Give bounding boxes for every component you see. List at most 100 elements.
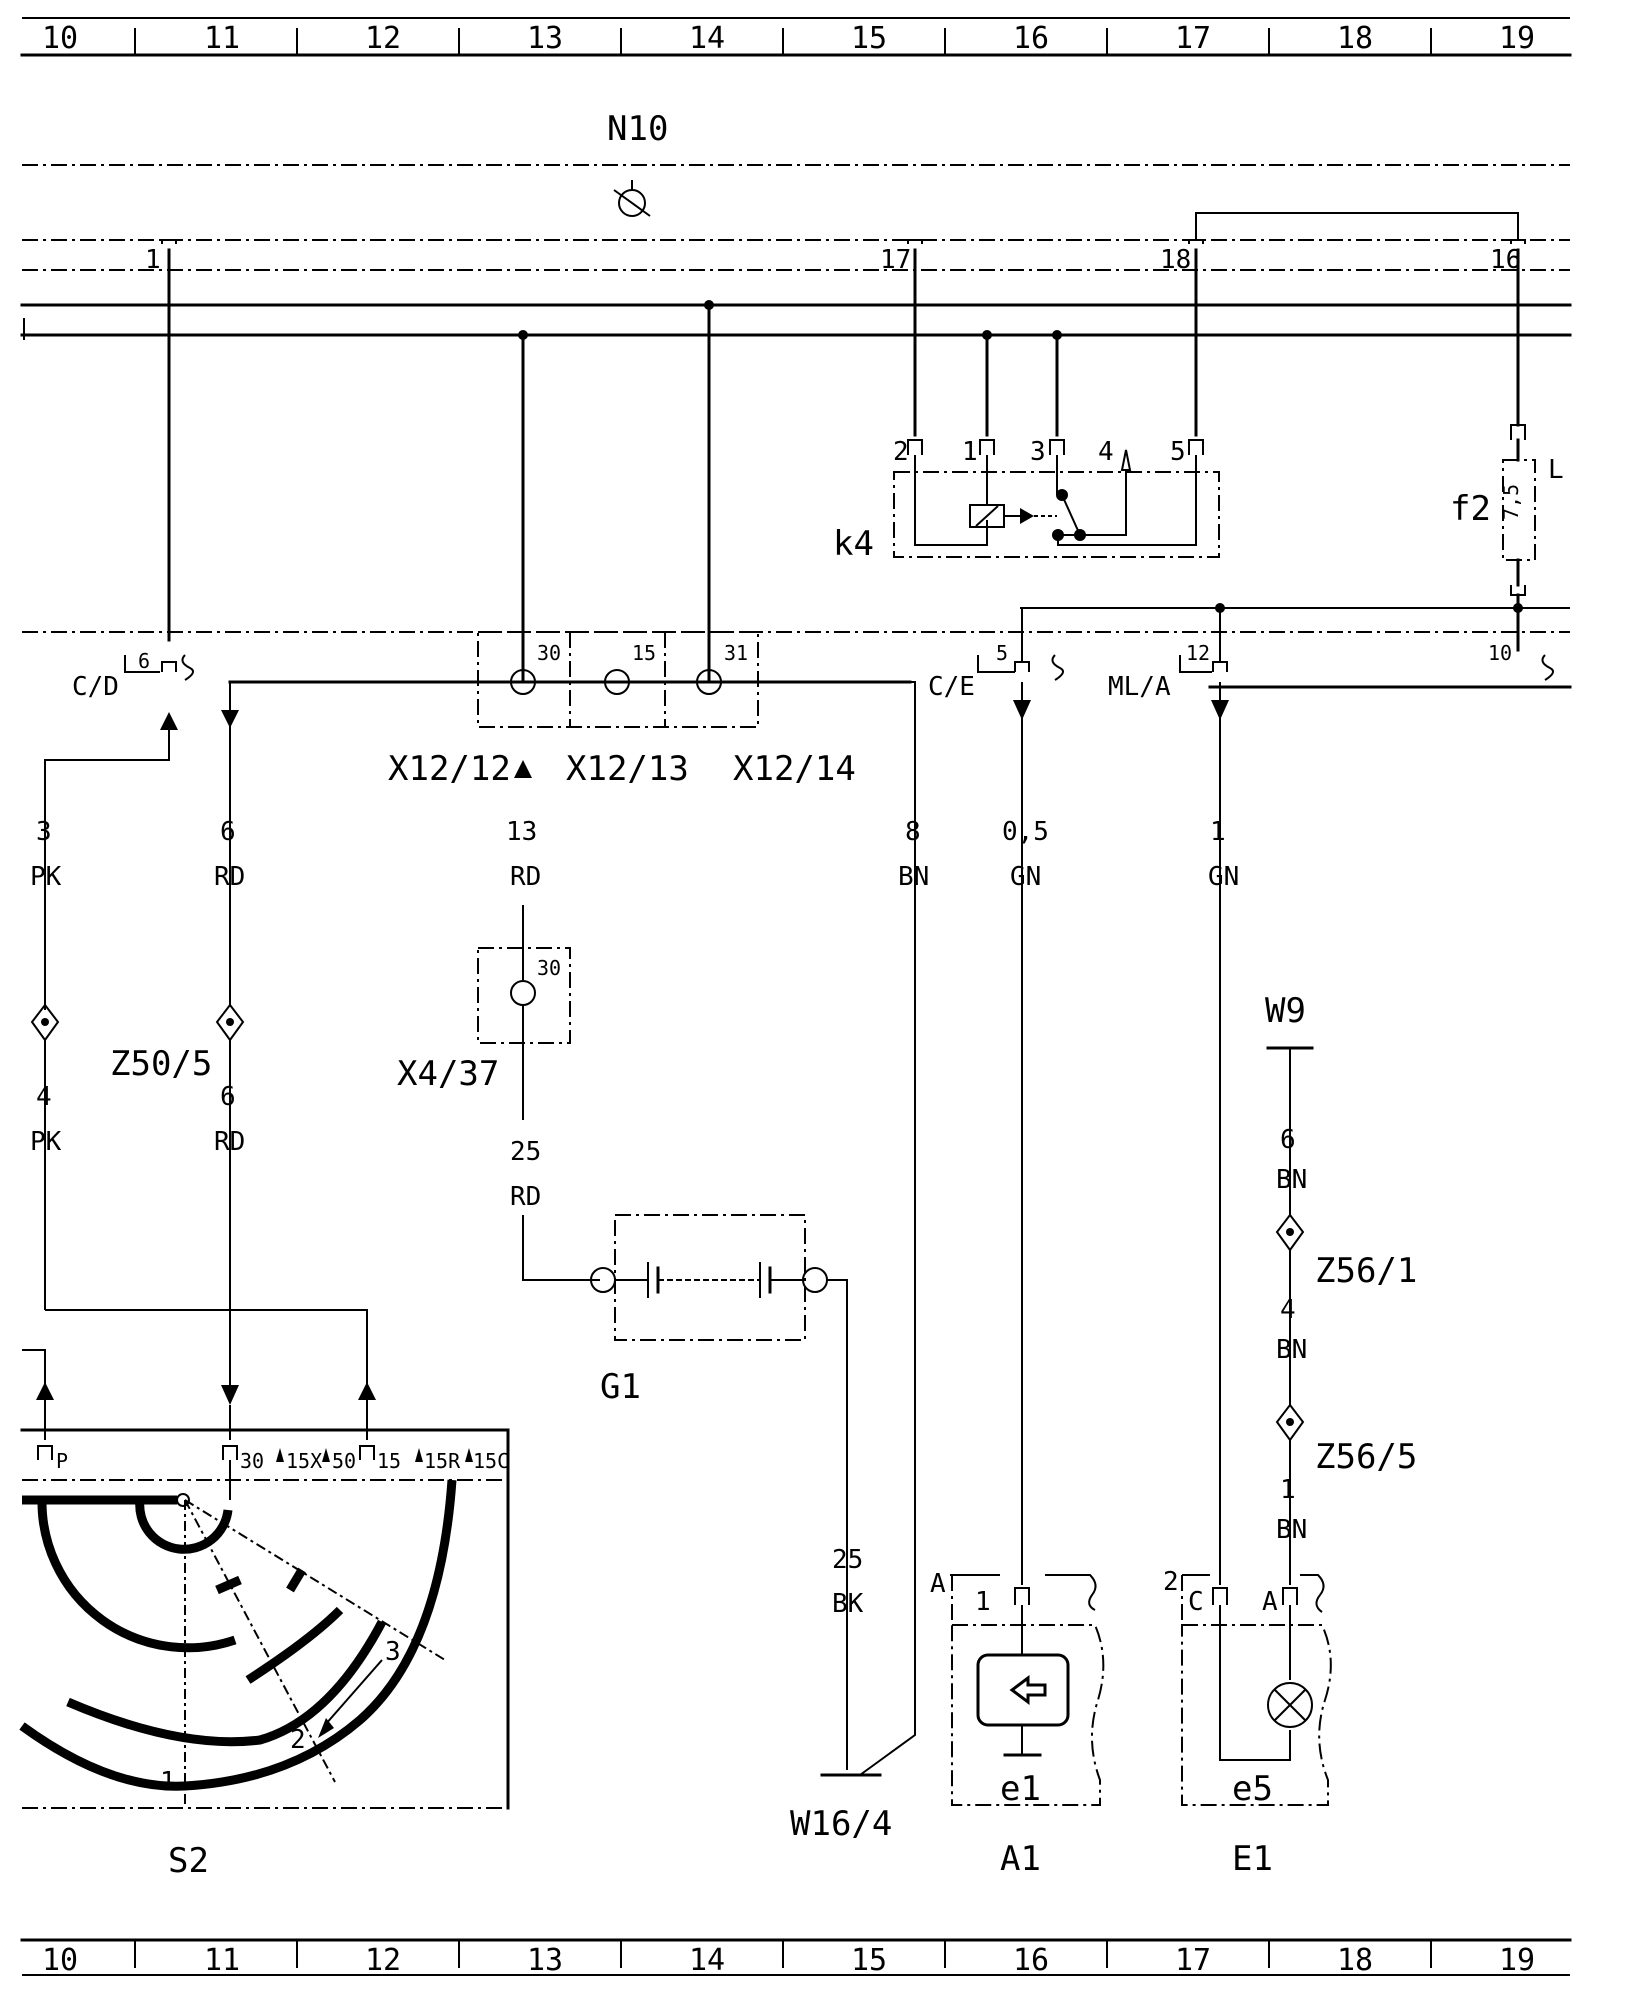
pin-label: 10 (1488, 641, 1512, 665)
wire-color: RD (214, 1127, 245, 1157)
wire-gauge: 1 (1280, 1475, 1296, 1505)
splice-icon (215, 1003, 245, 1042)
wire-gauge: 3 (36, 817, 52, 847)
wire-color: GN (1010, 862, 1041, 892)
ignition-switch-s2: P 30 15X 50 15 15R 15C 3 2 1 S2 (19, 1349, 510, 1881)
grid-label: 17 (1175, 1943, 1211, 1978)
wire-color: PK (30, 1127, 62, 1157)
wire-color: BN (898, 862, 929, 892)
f2-label: f2 (1450, 489, 1491, 529)
pin-label: 30 (537, 956, 561, 980)
pin-label: A (1262, 1587, 1278, 1617)
s2-label: S2 (168, 1841, 209, 1881)
grid-ruler-bottom: 10 11 12 13 14 15 16 17 18 19 (20, 1938, 1572, 1978)
pin-label: 50 (332, 1449, 356, 1473)
grid-label: 18 (1337, 21, 1373, 56)
ground-icon (613, 180, 651, 217)
pin-label: 2 (893, 437, 909, 467)
left-wires: 3 PK 4 PK 6 RD Z50/5 6 RD 13 RD (30, 682, 541, 1385)
instrument-cluster-a1: A 1 e1 A1 (930, 1569, 1105, 1879)
wire-gauge: 6 (220, 817, 236, 847)
k4-label: k4 (833, 524, 874, 564)
position-label: 1 (160, 1767, 176, 1797)
a1-label: A1 (1000, 1839, 1041, 1879)
wire-color: RD (510, 862, 541, 892)
n10-label: N10 (607, 109, 668, 149)
grid-label: 11 (204, 21, 240, 56)
n10-module: N10 (20, 109, 1572, 340)
pin-label: C (1188, 1587, 1204, 1617)
e1-label: E1 (1232, 1839, 1273, 1879)
grid-label: 12 (365, 21, 401, 56)
lamp-icon (1267, 1682, 1313, 1728)
wire-gauge: 6 (1280, 1125, 1296, 1155)
terminal-x4-37: 30 X4/37 25 RD (397, 947, 600, 1281)
z56-5-label: Z56/5 (1315, 1437, 1417, 1477)
pin-label: 5 (996, 641, 1008, 665)
turn-signal-arrow-icon (1009, 1675, 1047, 1705)
grid-label: 13 (527, 21, 563, 56)
connector-label: C/E (928, 672, 975, 702)
pin-label: 17 (880, 245, 911, 275)
pin-label: 12 (1186, 641, 1210, 665)
wire-gauge: 4 (1280, 1295, 1296, 1325)
wire-color: BN (1276, 1165, 1307, 1195)
w9-label: W9 (1265, 991, 1306, 1031)
pin-label: 15 (377, 1449, 401, 1473)
position-label: 2 (290, 1725, 306, 1755)
x12-12-label: X12/12 (388, 749, 511, 789)
z50-5-label: Z50/5 (110, 1044, 212, 1084)
pin-label: 6 (138, 649, 150, 673)
pin-label: 15C (473, 1449, 509, 1473)
connector-label: C/D (72, 672, 119, 702)
relay-k4: k4 2 1 3 4 5 (833, 437, 1220, 564)
pin-label: 15R (424, 1449, 461, 1473)
splice-icon (1275, 1403, 1305, 1442)
e1-inner-label: e1 (1000, 1769, 1041, 1809)
grid-label: 13 (527, 1943, 563, 1978)
wire-gauge: 6 (220, 1082, 236, 1112)
splice-icon (30, 1003, 60, 1042)
wire-color: BN (1276, 1335, 1307, 1365)
wire-gauge: 8 (905, 817, 921, 847)
wire-color: RD (510, 1182, 541, 1212)
x12-14-label: X12/14 (733, 749, 856, 789)
grid-label: 19 (1499, 21, 1535, 56)
g1-label: G1 (600, 1367, 641, 1407)
battery-g1: G1 25 BK (590, 1214, 864, 1770)
pin-label: 15X (286, 1449, 322, 1473)
pin-label: 18 (1160, 245, 1191, 275)
grid-label: 16 (1013, 21, 1049, 56)
pin-label: 16 (1490, 245, 1521, 275)
wire-color: BK (832, 1589, 864, 1619)
grid-label: 14 (689, 1943, 725, 1978)
fuse-f2: 7,5 f2 L (1020, 424, 1570, 652)
grid-label: 14 (689, 21, 725, 56)
wire-05gn: 0,5 GN (1002, 682, 1049, 1585)
wires (167, 212, 1520, 684)
fuse-side-label: L (1548, 455, 1564, 485)
e5-inner-label: e5 (1232, 1769, 1273, 1809)
wire-8bn: 8 BN W16/4 (721, 681, 929, 1844)
wire-color: GN (1208, 862, 1239, 892)
grid-label: 10 (42, 1943, 78, 1978)
pin-label: 5 (1170, 437, 1186, 467)
wire-gauge: 25 (510, 1137, 541, 1167)
wire-gauge: 13 (506, 817, 537, 847)
z56-1-label: Z56/1 (1315, 1251, 1417, 1291)
grid-label: 11 (204, 1943, 240, 1978)
grid-label: 10 (42, 21, 78, 56)
grid-label: 15 (851, 1943, 887, 1978)
pin-label: 3 (1030, 437, 1046, 467)
connector-label: A (930, 1569, 946, 1599)
connector-label: ML/A (1108, 672, 1171, 702)
wire-color: PK (30, 862, 62, 892)
wire-gauge: 1 (1210, 817, 1226, 847)
position-label: 3 (385, 1637, 401, 1667)
n10-pins: 1 17 18 16 (145, 239, 1526, 275)
wire-gauge: 25 (832, 1545, 863, 1575)
grid-ruler-top: 10 11 12 13 14 15 16 17 18 19 (20, 17, 1572, 57)
grid-label: 18 (1337, 1943, 1373, 1978)
pin-label: 15 (632, 641, 656, 665)
